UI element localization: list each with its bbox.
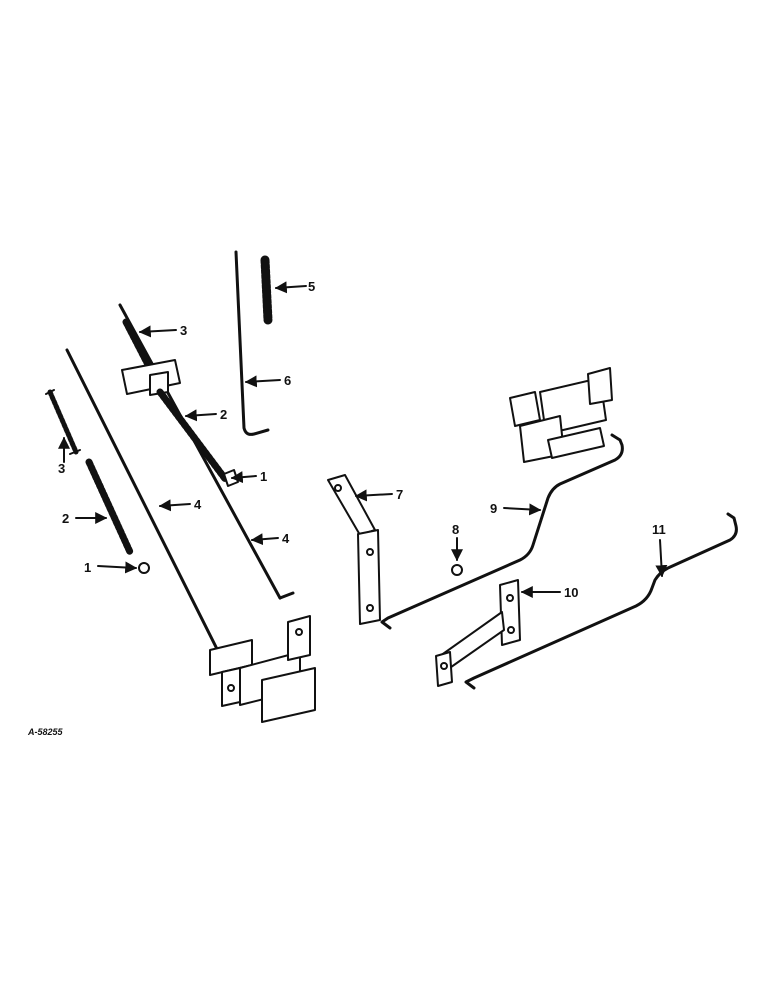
plate-part-7	[327, 474, 381, 625]
callout-1-left: 1	[84, 560, 91, 575]
washer-part-8	[451, 564, 463, 576]
callout-7: 7	[396, 487, 403, 502]
spring-part-5	[260, 255, 273, 325]
callout-6: 6	[284, 373, 291, 388]
leader-lines	[58, 281, 668, 598]
rod-part-6	[234, 250, 270, 436]
nut-part-1-left	[138, 562, 150, 574]
callout-3-center: 3	[180, 323, 187, 338]
callout-9: 9	[490, 501, 497, 516]
spring-part-2-left	[85, 458, 134, 556]
callout-1-center: 1	[260, 469, 267, 484]
callout-10: 10	[564, 585, 578, 600]
callout-11: 11	[652, 522, 666, 537]
callout-2-center: 2	[220, 407, 227, 422]
rod-part-9	[380, 433, 624, 630]
rod-bracket-center	[121, 359, 181, 396]
bracket-part-10	[435, 579, 521, 687]
callout-4-center: 4	[194, 497, 202, 512]
callout-8: 8	[452, 522, 459, 537]
bracket-top-right	[509, 367, 613, 463]
bracket-bottom	[209, 615, 316, 723]
rod-part-4-center	[118, 303, 295, 600]
callout-4-right: 4	[282, 531, 290, 546]
spring-part-2-center	[156, 388, 230, 484]
spring-part-3-left	[45, 389, 81, 455]
drawing-number: A-58255	[27, 727, 64, 737]
callout-5: 5	[308, 279, 315, 294]
callout-2-left: 2	[62, 511, 69, 526]
callout-3-left: 3	[58, 461, 65, 476]
